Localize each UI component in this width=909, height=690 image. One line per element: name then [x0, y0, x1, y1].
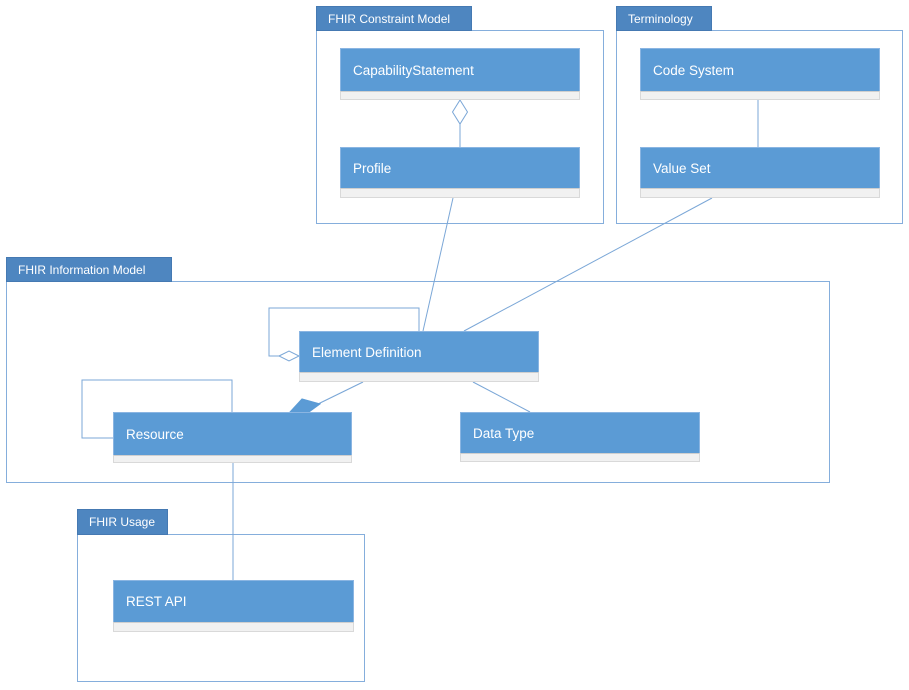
class-header: REST API: [113, 580, 354, 622]
package-label: FHIR Constraint Model: [328, 11, 451, 26]
class-label: Element Definition: [312, 344, 422, 360]
class-header: Value Set: [640, 147, 880, 188]
class-header: Code System: [640, 48, 880, 91]
class-header: Data Type: [460, 412, 700, 453]
class-label: Code System: [653, 62, 735, 78]
package-tab-terminology: Terminology: [616, 6, 712, 31]
class-label: Resource: [126, 426, 184, 442]
class-resource: Resource: [113, 412, 352, 463]
class-compartment: [460, 453, 700, 462]
class-profile: Profile: [340, 147, 580, 198]
class-label: CapabilityStatement: [353, 62, 474, 78]
package-label: FHIR Information Model: [18, 262, 146, 277]
package-tab-fhir-information-model: FHIR Information Model: [6, 257, 172, 282]
class-element-definition: Element Definition: [299, 331, 539, 382]
class-header: Profile: [340, 147, 580, 188]
class-compartment: [299, 372, 539, 382]
class-label: Value Set: [653, 160, 711, 176]
class-header: Resource: [113, 412, 352, 455]
class-code-system: Code System: [640, 48, 880, 100]
package-label: Terminology: [628, 11, 693, 26]
class-compartment: [340, 188, 580, 198]
class-compartment: [113, 455, 352, 463]
class-data-type: Data Type: [460, 412, 700, 462]
package-tab-fhir-constraint-model: FHIR Constraint Model: [316, 6, 472, 31]
class-value-set: Value Set: [640, 147, 880, 198]
package-label: FHIR Usage: [89, 515, 156, 529]
class-compartment: [113, 622, 354, 632]
package-body-fhir-usage: [77, 534, 365, 682]
class-compartment: [640, 188, 880, 198]
class-label: Profile: [353, 160, 392, 176]
class-header: Element Definition: [299, 331, 539, 372]
class-label: REST API: [126, 594, 187, 609]
class-compartment: [640, 91, 880, 100]
class-rest-api: REST API: [113, 580, 354, 632]
class-capabilitystatement: CapabilityStatement: [340, 48, 580, 100]
class-label: Data Type: [473, 425, 535, 441]
package-tab-fhir-usage: FHIR Usage: [77, 509, 168, 535]
class-compartment: [340, 91, 580, 100]
package-body-fhir-information-model: [6, 281, 830, 483]
package-body-terminology: [616, 30, 903, 224]
class-header: CapabilityStatement: [340, 48, 580, 91]
